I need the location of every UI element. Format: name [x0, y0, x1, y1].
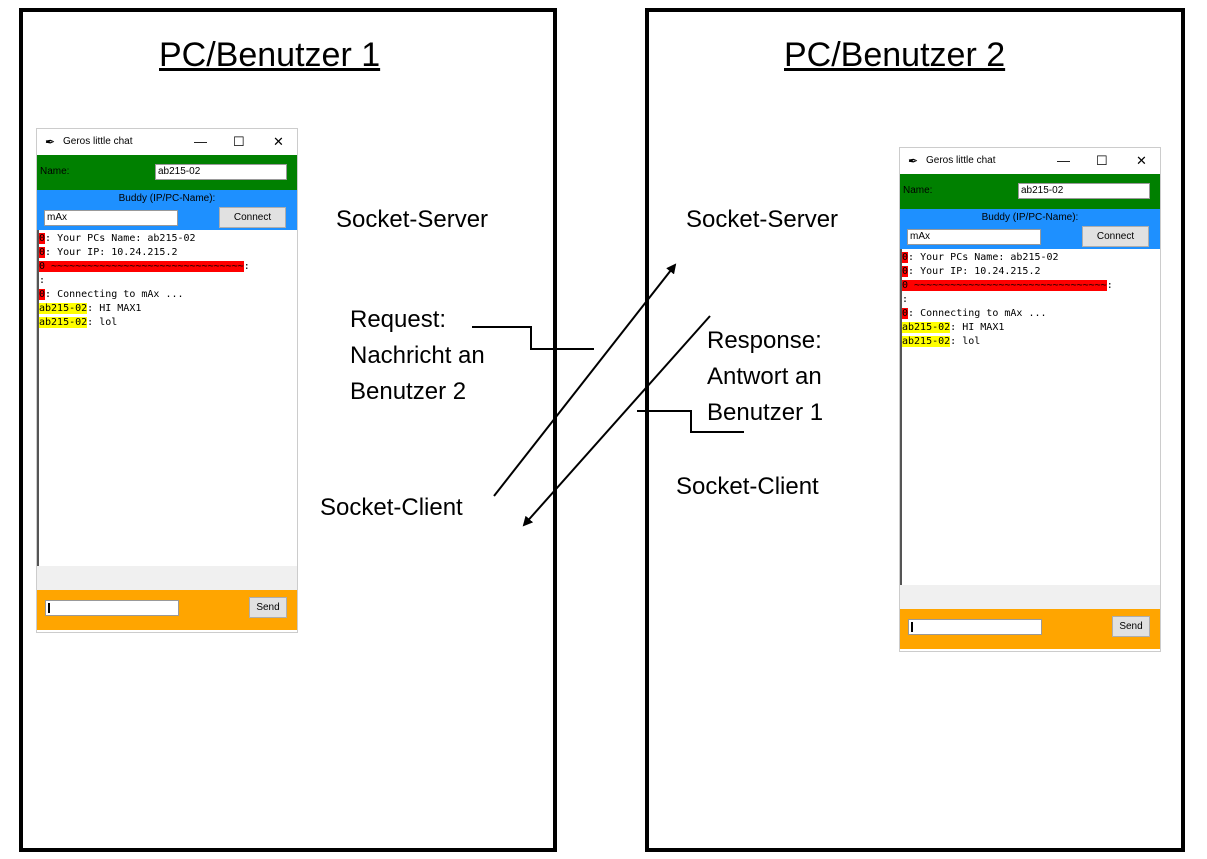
- send-button[interactable]: Send: [249, 597, 287, 618]
- log-line: 0: Connecting to mAx ...: [902, 307, 1047, 321]
- log-prefix: 0: [902, 308, 909, 319]
- message-input[interactable]: [45, 600, 179, 616]
- request-callout-line: [472, 326, 594, 350]
- maximize-icon[interactable]: ☐: [233, 134, 245, 149]
- pc1-frame: [19, 8, 557, 852]
- feather-icon: ✒: [45, 135, 56, 149]
- log-text: :: [902, 294, 909, 305]
- log-text: : HI MAX1: [950, 322, 1005, 333]
- log-text: : lol: [950, 336, 981, 347]
- close-icon[interactable]: ✕: [273, 134, 284, 149]
- connect-button[interactable]: Connect: [219, 207, 286, 228]
- log-line: ab215-02: HI MAX1: [902, 321, 1004, 335]
- log-prefix: 0: [39, 247, 46, 258]
- chat-window-pc1: ✒ Geros little chat — ☐ ✕ Name: ab215-02…: [36, 128, 298, 633]
- log-line: 0: Your PCs Name: ab215-02: [902, 251, 1059, 265]
- buddy-input[interactable]: mAx: [44, 210, 178, 226]
- text-cursor: [911, 622, 913, 632]
- chat-window-pc2: ✒ Geros little chat — ☐ ✕ Name: ab215-02…: [899, 147, 1161, 652]
- send-button[interactable]: Send: [1112, 616, 1150, 637]
- buddy-bar: Buddy (IP/PC-Name): mAx Connect: [37, 190, 297, 230]
- log-prefix: 0: [39, 233, 46, 244]
- pc1-client-label: Socket-Client: [320, 494, 463, 521]
- chat-log: 0: Your PCs Name: ab215-02 0: Your IP: 1…: [37, 230, 297, 566]
- buddy-label: Buddy (IP/PC-Name):: [981, 212, 1079, 223]
- minimize-icon[interactable]: —: [194, 134, 207, 149]
- pc2-title: PC/Benutzer 2: [784, 36, 1006, 74]
- request-arrow: [493, 263, 677, 497]
- pc1-server-label: Socket-Server: [336, 206, 489, 233]
- feather-icon: ✒: [908, 154, 919, 168]
- log-text: : Your PCs Name: ab215-02: [908, 252, 1059, 263]
- log-prefix: ab215-02: [39, 317, 88, 328]
- name-input[interactable]: ab215-02: [155, 164, 287, 180]
- log-line: :: [902, 293, 908, 307]
- log-prefix: 0: [902, 266, 909, 277]
- log-text: :: [243, 261, 250, 272]
- log-line: 0 ~~~~~~~~~~~~~~~~~~~~~~~~~~~~~~~~:: [902, 279, 1113, 293]
- buddy-input[interactable]: mAx: [907, 229, 1041, 245]
- log-text: :: [1106, 280, 1113, 291]
- log-prefix: ab215-02: [902, 336, 951, 347]
- log-line: 0 ~~~~~~~~~~~~~~~~~~~~~~~~~~~~~~~~:: [39, 260, 250, 274]
- name-label: Name:: [40, 166, 70, 177]
- window-title: Geros little chat: [63, 136, 133, 147]
- log-line: ab215-02: lol: [902, 335, 980, 349]
- log-line: ab215-02: HI MAX1: [39, 302, 141, 316]
- log-text: : Your PCs Name: ab215-02: [45, 233, 196, 244]
- close-icon[interactable]: ✕: [1136, 153, 1147, 168]
- response-arrow: [522, 315, 711, 527]
- pc2-server-label: Socket-Server: [686, 206, 839, 233]
- log-text: :: [39, 275, 46, 286]
- log-text: : Connecting to mAx ...: [45, 289, 184, 300]
- send-bar: Send: [37, 590, 297, 630]
- log-text: : Your IP: 10.24.215.2: [45, 247, 178, 258]
- log-line: 0: Connecting to mAx ...: [39, 288, 184, 302]
- connect-button[interactable]: Connect: [1082, 226, 1149, 247]
- log-line: :: [39, 274, 45, 288]
- send-bar: Send: [900, 609, 1160, 649]
- text-cursor: [48, 603, 50, 613]
- minimize-icon[interactable]: —: [1057, 153, 1070, 168]
- maximize-icon[interactable]: ☐: [1096, 153, 1108, 168]
- chat-log: 0: Your PCs Name: ab215-02 0: Your IP: 1…: [900, 249, 1160, 585]
- request-label: Request: Nachricht an Benutzer 2: [350, 306, 485, 405]
- response-callout-line: [637, 410, 744, 433]
- log-prefix: ab215-02: [902, 322, 951, 333]
- title-bar: ✒ Geros little chat — ☐ ✕: [900, 148, 1160, 174]
- spacer-bar: [37, 566, 297, 590]
- log-text: : Your IP: 10.24.215.2: [908, 266, 1041, 277]
- log-text: : lol: [87, 317, 118, 328]
- name-input[interactable]: ab215-02: [1018, 183, 1150, 199]
- title-bar: ✒ Geros little chat — ☐ ✕: [37, 129, 297, 155]
- log-line: 0: Your PCs Name: ab215-02: [39, 232, 196, 246]
- window-title: Geros little chat: [926, 155, 996, 166]
- message-input[interactable]: [908, 619, 1042, 635]
- log-line: 0: Your IP: 10.24.215.2: [39, 246, 177, 260]
- log-line: 0: Your IP: 10.24.215.2: [902, 265, 1040, 279]
- log-prefix: 0 ~~~~~~~~~~~~~~~~~~~~~~~~~~~~~~~~: [902, 280, 1107, 291]
- log-line: ab215-02: lol: [39, 316, 117, 330]
- pc2-frame: [645, 8, 1185, 852]
- name-bar: Name: ab215-02: [37, 155, 297, 190]
- log-prefix: 0 ~~~~~~~~~~~~~~~~~~~~~~~~~~~~~~~~: [39, 261, 244, 272]
- buddy-label: Buddy (IP/PC-Name):: [118, 193, 216, 204]
- name-label: Name:: [903, 185, 933, 196]
- log-prefix: ab215-02: [39, 303, 88, 314]
- log-prefix: 0: [39, 289, 46, 300]
- spacer-bar: [900, 585, 1160, 609]
- response-label: Response: Antwort an Benutzer 1: [707, 327, 824, 426]
- log-text: : HI MAX1: [87, 303, 142, 314]
- pc1-title: PC/Benutzer 1: [159, 36, 381, 74]
- name-bar: Name: ab215-02: [900, 174, 1160, 209]
- log-prefix: 0: [902, 252, 909, 263]
- buddy-bar: Buddy (IP/PC-Name): mAx Connect: [900, 209, 1160, 249]
- log-text: : Connecting to mAx ...: [908, 308, 1047, 319]
- pc2-client-label: Socket-Client: [676, 473, 819, 500]
